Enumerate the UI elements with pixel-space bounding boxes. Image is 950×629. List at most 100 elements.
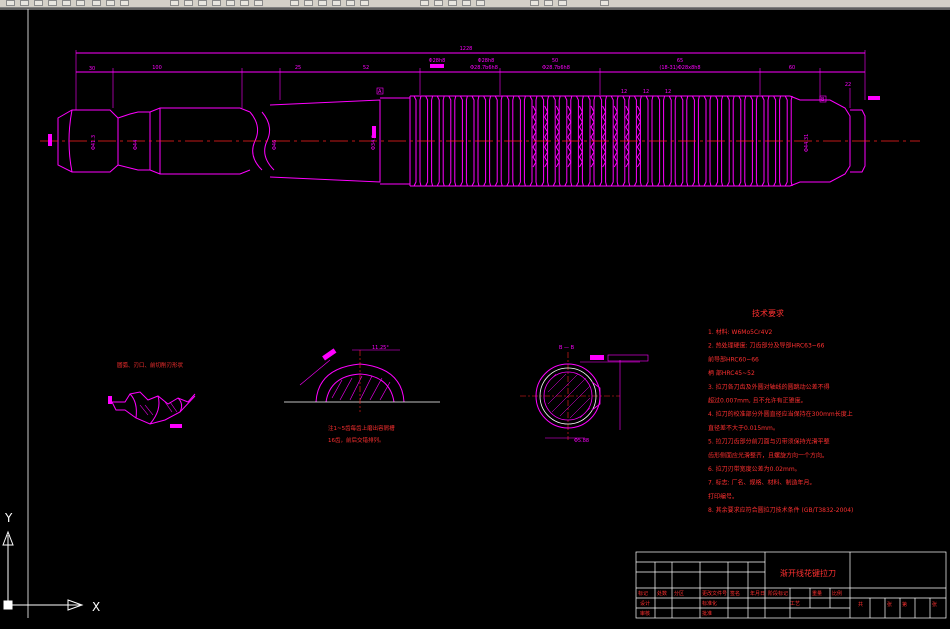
chip-groove-zigzag	[567, 105, 572, 168]
tech-requirement-line: 5. 拉刀刀齿部分前刀面与刃带须保持光滑平整	[708, 438, 830, 446]
dim-note-3: Φ28.7b6h8	[470, 65, 498, 71]
svg-text:阶段标记: 阶段标记	[768, 590, 788, 597]
svg-text:比例: 比例	[832, 590, 842, 597]
toolbar-button-22[interactable]	[360, 0, 369, 6]
svg-text:工艺: 工艺	[790, 601, 800, 607]
dia-1: Φ41.3	[91, 135, 97, 150]
dim-6: 65	[677, 58, 683, 64]
dim-2: 100	[152, 65, 162, 71]
toolbar-button-21[interactable]	[346, 0, 355, 6]
drawing-frame	[0, 8, 950, 618]
toolbar-button-6[interactable]	[76, 0, 85, 6]
tech-requirement-line: 直径差不大于0.015mm。	[708, 424, 779, 432]
svg-text:张: 张	[932, 601, 937, 608]
toolbar-button-1[interactable]	[6, 0, 15, 6]
pitch-1: 12	[621, 89, 627, 95]
toolbar-button-9[interactable]	[120, 0, 129, 6]
toolbar-button-13[interactable]	[212, 0, 221, 6]
tech-requirement-line: 8. 其余要求应符合圆拉刀技术条件 (GB/T3832-2004)	[708, 506, 853, 514]
ucs-y-label: Y	[4, 511, 13, 525]
chip-groove-zigzag	[602, 105, 607, 168]
command-line-strip[interactable]	[0, 622, 950, 629]
tech-requirement-line: 6. 拉刀刃带宽度公差为0.02mm。	[708, 465, 801, 473]
toolbar-button-26[interactable]	[462, 0, 471, 6]
toolbar-button-5[interactable]	[62, 0, 71, 6]
detail-chip-groove: 11.25° 注1~5齿每齿上磨出容屑槽 16齿，前后交错排列。	[284, 345, 440, 444]
toolbar-button-23[interactable]	[420, 0, 429, 6]
svg-text:分区: 分区	[674, 590, 684, 597]
toolbar-button-4[interactable]	[48, 0, 57, 6]
section-label: B — B	[559, 345, 575, 351]
toolbar-button-30[interactable]	[558, 0, 567, 6]
dimension-texts: 1228 30 100 25 52 50 65 60 22 Φ28h8 Φ28h…	[89, 46, 851, 95]
svg-text:共: 共	[858, 601, 863, 608]
ucs-x-label: X	[92, 600, 100, 614]
toolbar-button-11[interactable]	[184, 0, 193, 6]
svg-text:设计: 设计	[640, 600, 650, 607]
tech-requirement-line: 3. 拉刀各刀齿及外圆对轴线的圆跳动公差不得	[708, 383, 830, 391]
dim-7: 60	[789, 65, 795, 71]
chip-groove-zigzag	[625, 105, 630, 168]
detail-tooth-profile: 圆弧、刃口、前切削刃形状	[108, 361, 196, 428]
svg-text:第: 第	[902, 601, 907, 608]
toolbar-button-16[interactable]	[254, 0, 263, 6]
title-block-text: 渐开线花键拉刀 标记 处数 分区 更改文件号 签名 年月日 设计 审核 工艺 标…	[638, 568, 937, 617]
chip-groove-zigzag	[532, 105, 537, 168]
tech-requirement-line: 柄 部HRC45~52	[708, 369, 755, 377]
toolbar-button-15[interactable]	[240, 0, 249, 6]
dia-3: Φ46	[272, 140, 278, 150]
toolbar-button-8[interactable]	[106, 0, 115, 6]
view-markers: A B	[376, 87, 827, 103]
svg-text:重量: 重量	[812, 590, 822, 597]
section-dim: Φ5.88	[574, 438, 589, 444]
toolbar-button-18[interactable]	[304, 0, 313, 6]
toolbar-button-28[interactable]	[530, 0, 539, 6]
toolbar-button-29[interactable]	[544, 0, 553, 6]
svg-text:A: A	[378, 89, 382, 95]
toolbar-button-27[interactable]	[476, 0, 485, 6]
svg-text:B: B	[821, 97, 825, 103]
toolbar-button-20[interactable]	[332, 0, 341, 6]
detail2-note-2: 16齿，前后交错排列。	[328, 436, 385, 444]
toolbar-button-12[interactable]	[198, 0, 207, 6]
toolbar-button-19[interactable]	[318, 0, 327, 6]
svg-text:标准化: 标准化	[702, 600, 717, 607]
drawing-canvas[interactable]: 1228 30 100 25 52 50 65 60 22 Φ28h8 Φ28h…	[0, 7, 950, 622]
toolbar-button-14[interactable]	[226, 0, 235, 6]
dia-5: Φ44.31	[804, 134, 810, 152]
chip-groove-zigzag	[613, 105, 618, 168]
dia-4: Φ34.6	[371, 135, 377, 150]
chip-groove-zigzag	[590, 105, 595, 168]
tech-requirement-line: 打印编号。	[708, 492, 738, 500]
toolbar-button-24[interactable]	[434, 0, 443, 6]
tolerance-boxes	[48, 64, 880, 146]
ucs-icon: Y X	[2, 511, 100, 614]
toolbar-button-10[interactable]	[170, 0, 179, 6]
pitch-3: 12	[665, 89, 671, 95]
toolbar-button-31[interactable]	[600, 0, 609, 6]
tech-requirement-line: 前导部HRC60~66	[708, 355, 759, 363]
tech-requirement-line: 1. 材料: W6Mo5Cr4V2	[708, 328, 773, 336]
toolbar-button-17[interactable]	[290, 0, 299, 6]
detail-section-bb: B — B Φ5.88	[520, 345, 649, 444]
dim-8: 22	[845, 82, 851, 88]
diameter-labels: Φ41.3 Φ44 Φ46 Φ34.6 Φ44.31	[91, 134, 810, 152]
tech-requirement-line: 4. 拉刀的校准部分外圆直径应当保持在300mm长度上	[708, 410, 853, 418]
section-hatch	[547, 373, 591, 419]
pitch-2: 12	[643, 89, 649, 95]
dim-4: 52	[363, 65, 369, 71]
toolbar-button-3[interactable]	[34, 0, 43, 6]
toolbar-button-25[interactable]	[448, 0, 457, 6]
dim-note-2: Φ28h8	[478, 58, 495, 64]
cad-toolbar	[0, 0, 950, 8]
tech-requirement-line: 2. 热处理硬度: 刀齿部分及导部HRC63~66	[708, 342, 825, 350]
toolbar-button-7[interactable]	[92, 0, 101, 6]
tech-requirement-line: 超过0.007mm, 且不允许有正锥度。	[708, 397, 807, 405]
dim-note-1: Φ28h8	[429, 58, 446, 64]
chip-groove-zigzag	[636, 105, 641, 168]
toolbar-button-2[interactable]	[20, 0, 29, 6]
chip-groove-zigzag	[578, 105, 583, 168]
title-block	[635, 551, 947, 619]
svg-text:张: 张	[887, 601, 892, 608]
